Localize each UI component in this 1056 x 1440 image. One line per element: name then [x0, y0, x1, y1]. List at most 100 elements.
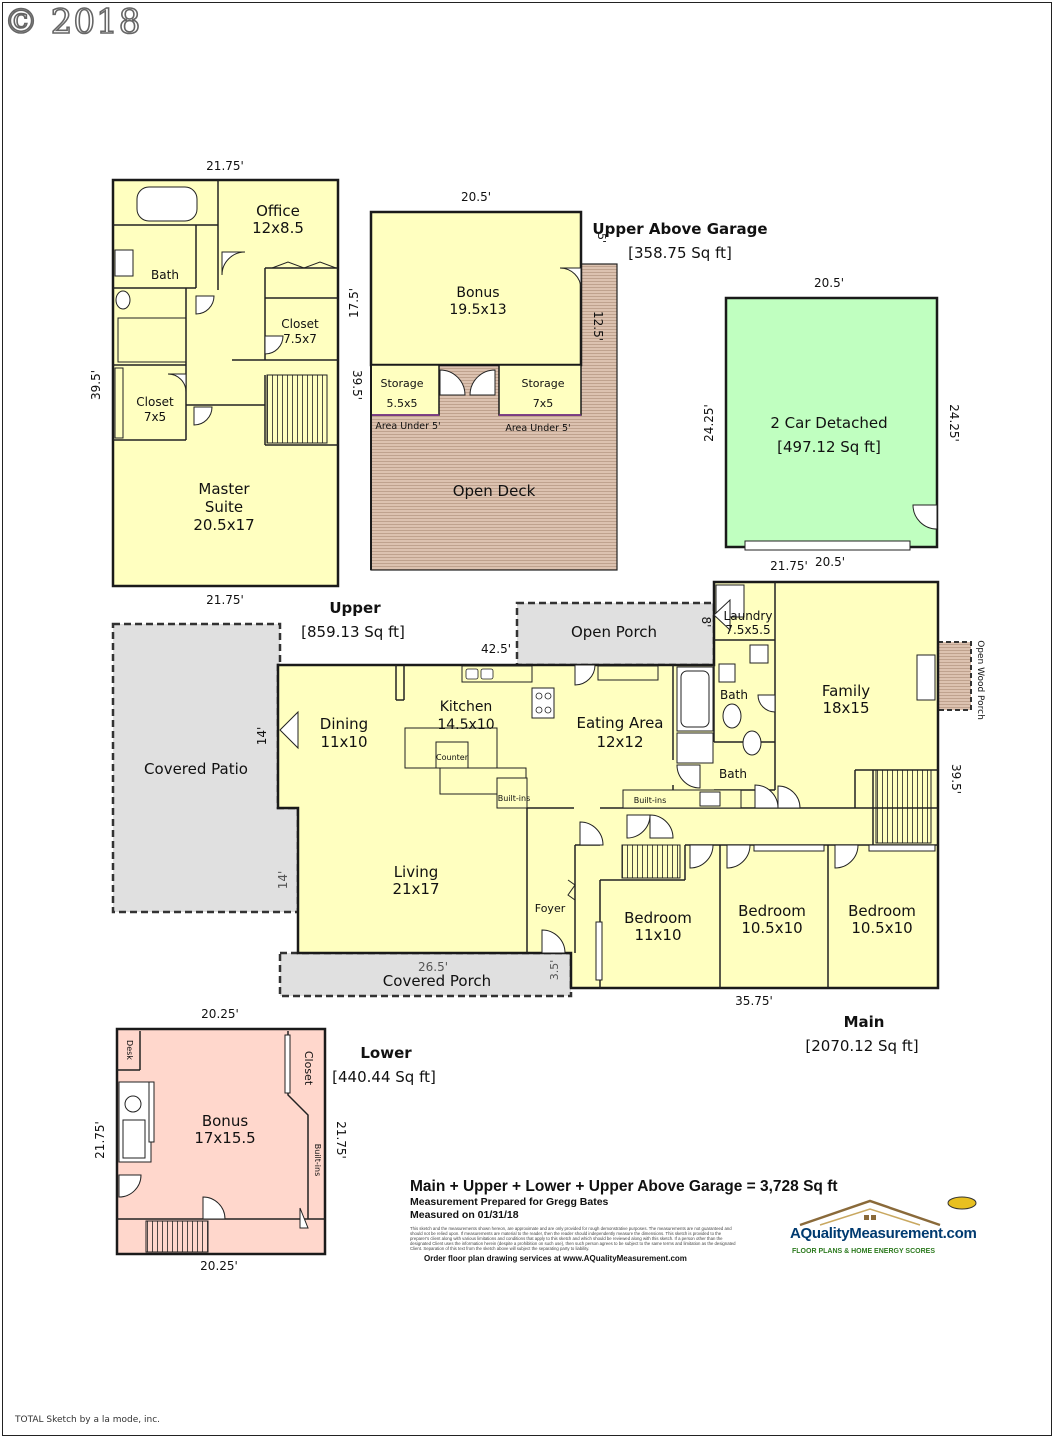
dim-upper-right: 39.5': [350, 370, 364, 400]
dim-main-top: 42.5': [481, 642, 511, 656]
room-label-closet-lower: Closet: [302, 1051, 315, 1086]
lower-floor: [115, 1027, 327, 1256]
room-label-bath-main-a: Bath: [720, 688, 748, 702]
level-uag-area: [358.75 Sq ft]: [628, 244, 732, 262]
order-link[interactable]: Order floor plan drawing services at www…: [424, 1254, 687, 1263]
room-label-bedroom-b: Bedroom: [738, 902, 806, 920]
dim-patio-side-a: 14': [255, 727, 269, 746]
prepared-for: Measurement Prepared for Gregg Bates: [410, 1196, 609, 1208]
main-stairs-family: [875, 769, 932, 844]
dim-porch-depth: 8': [699, 617, 713, 628]
house-roof-icon: [799, 1196, 977, 1227]
bathtub-icon: [136, 186, 198, 222]
room-label-dining: Dining: [320, 715, 368, 733]
room-label-open-wood-porch: Open Wood Porch: [975, 640, 985, 720]
room-label-storage-b: 7x5: [533, 397, 554, 410]
level-lower-area: [440.44 Sq ft]: [332, 1068, 436, 1086]
dim-lower-top: 20.25': [201, 1007, 239, 1021]
room-label-open-porch: Open Porch: [571, 623, 657, 641]
upper-stairs: [266, 374, 328, 444]
room-label-office: 12x8.5: [252, 219, 304, 237]
room-label-covered-patio: Covered Patio: [144, 760, 248, 778]
main-floor: [276, 580, 940, 990]
room-label-closet-upper-b: Closet: [136, 395, 174, 409]
room-label-garage: 2 Car Detached: [770, 414, 887, 432]
copyright-watermark: © 2018: [3, 1, 142, 43]
bonus-room-upper: [369, 210, 583, 367]
room-label-bonus-lower: 17x15.5: [194, 1129, 255, 1147]
room-label-eating: 12x12: [596, 733, 643, 751]
room-label-kitchen: Kitchen: [440, 699, 493, 715]
room-label-builtins-a: Built-ins: [498, 794, 531, 803]
dim-lower-right: 21.75': [334, 1121, 348, 1159]
room-label-bonus-lower: Bonus: [202, 1112, 248, 1130]
upper-above-garage-level: [369, 210, 618, 571]
lower-stairs: [145, 1220, 209, 1253]
dim-garage-right: 24.25': [947, 404, 961, 442]
room-label-closet-upper-a: Closet: [281, 317, 319, 331]
shower-icon: [117, 317, 187, 363]
room-label-area-under-a: Area Under 5': [375, 421, 440, 432]
room-label-storage-b: Storage: [521, 377, 564, 390]
room-label-kitchen: 14.5x10: [437, 717, 494, 733]
room-label-desk: Desk: [125, 1040, 134, 1060]
level-main-area: [2070.12 Sq ft]: [805, 1037, 918, 1055]
dim-main-family-top: 21.75': [770, 559, 808, 573]
disclaimer: This sketch and the measurements shown h…: [410, 1226, 736, 1251]
room-label-laundry: Laundry: [724, 609, 773, 623]
dim-upper-bottom: 21.75': [206, 593, 244, 607]
room-label-bath-upper: Bath: [151, 268, 179, 282]
room-label-bedroom-b: 10.5x10: [741, 919, 802, 937]
room-label-bonus-upper: Bonus: [456, 285, 499, 301]
dim-garage-bottom: 20.5': [815, 555, 845, 569]
logo-tagline: FLOOR PLANS & HOME ENERGY SCORES: [792, 1248, 935, 1255]
vanity-icon: [114, 249, 134, 277]
dim-upper-left: 39.5': [89, 370, 103, 400]
room-label-foyer: Foyer: [535, 902, 566, 915]
dim-garage-top: 20.5': [814, 276, 844, 290]
room-label-bath-main-b: Bath: [719, 767, 747, 781]
dim-main-right: 39.5': [949, 764, 963, 794]
dim-bonus-left: 17.5': [347, 288, 361, 318]
room-label-eating: Eating Area: [576, 714, 663, 732]
upper-level: [111, 178, 340, 588]
toilet-icon: [115, 290, 131, 310]
room-label-family: 18x15: [822, 699, 869, 717]
lower-level: [115, 1027, 327, 1256]
room-label-dining: 11x10: [320, 733, 367, 751]
total-area: Main + Upper + Lower + Upper Above Garag…: [410, 1178, 838, 1195]
room-label-builtins-lower: Built-ins: [313, 1144, 322, 1177]
level-uag-name: Upper Above Garage: [592, 220, 767, 238]
room-label-counter: Counter: [436, 753, 469, 762]
logo-wordmark: AQualityMeasurement.com: [790, 1225, 977, 1242]
room-label-laundry: 7.5x5.5: [725, 623, 770, 637]
room-label-storage-a: Storage: [380, 377, 423, 390]
garage-door: [744, 540, 911, 551]
dim-upper-top: 21.75': [206, 159, 244, 173]
room-label-master: 20.5x17: [193, 516, 254, 534]
room-label-bedroom-a: 11x10: [634, 926, 681, 944]
open-porch: [515, 601, 716, 667]
tub-main-a: [676, 666, 714, 732]
room-label-master: Suite: [205, 498, 243, 516]
area-summary: Main + Upper + Lower + Upper Above Garag…: [410, 1178, 970, 1263]
dim-lower-bottom: 20.25': [200, 1259, 238, 1273]
level-lower-name: Lower: [360, 1044, 412, 1062]
company-logo: AQualityMeasurement.com FLOOR PLANS & HO…: [790, 1195, 980, 1265]
room-label-family: Family: [822, 682, 870, 700]
room-label-builtins-b: Built-ins: [634, 796, 667, 805]
dim-deck-side: 12.5': [591, 311, 605, 341]
room-label-storage-a: 5.5x5: [386, 397, 417, 410]
room-label-bedroom-c: 10.5x10: [851, 919, 912, 937]
room-label-covered-porch: Covered Porch: [383, 972, 491, 990]
dim-covered-porch-depth: 3.5': [548, 960, 561, 981]
room-label-area-under-b: Area Under 5': [505, 423, 570, 434]
room-label-bedroom-a: Bedroom: [624, 909, 692, 927]
room-label-open-deck: Open Deck: [453, 482, 536, 500]
room-label-master: Master: [198, 480, 250, 498]
dim-deck-small: 5': [595, 233, 608, 243]
room-label-living: Living: [394, 863, 439, 881]
dim-lower-left: 21.75': [93, 1121, 107, 1159]
